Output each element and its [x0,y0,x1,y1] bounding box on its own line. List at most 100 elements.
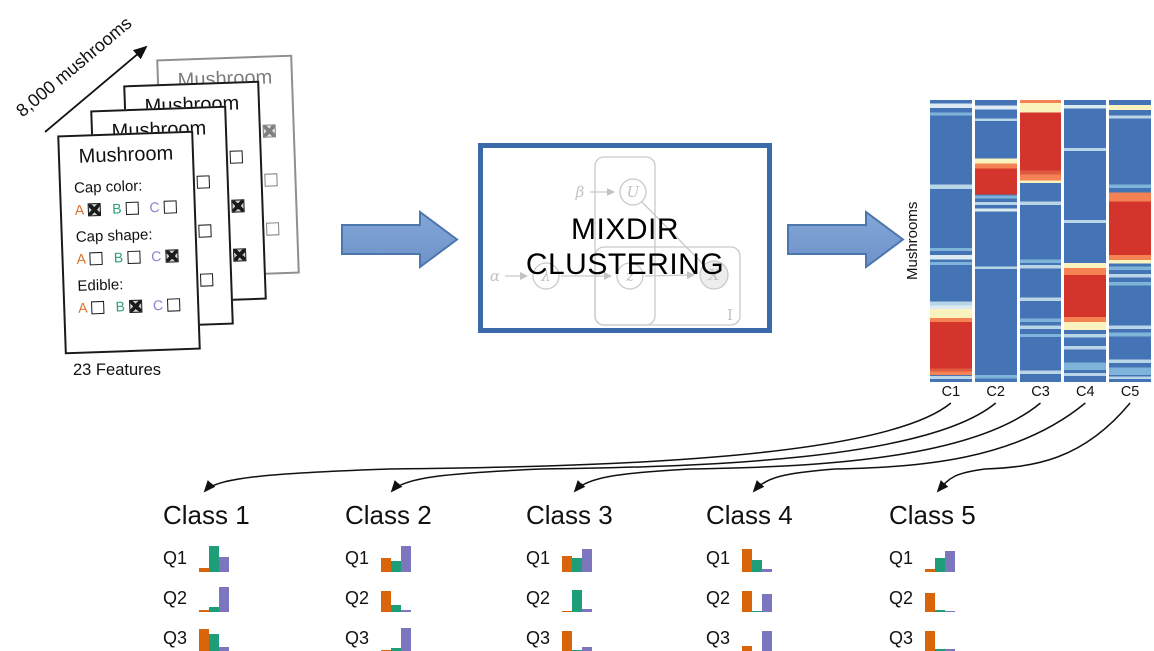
heatmap-xlabel-C3: C3 [1031,384,1050,400]
question-row-label: Q2 [526,588,551,608]
mini-bar-chart [742,585,772,612]
checkbox-unchecked [163,199,177,214]
mini-bar-chart [562,545,592,572]
node-lambda [532,262,560,290]
count-arrow-label: 8,000 mushrooms [12,12,136,121]
question-bar-row: Q2 [526,585,686,612]
mixdir-title-line1: MIXDIR [571,213,679,246]
bar [219,647,229,651]
heatmap-column-C1 [930,100,972,382]
bar [945,611,955,612]
bar [209,607,219,612]
checkbox-unchecked [196,174,210,189]
bar [742,646,752,651]
option: A [76,250,104,267]
question-bar-row: Q1 [706,545,866,572]
mixdir-title: MIXDIR CLUSTERING [483,212,767,282]
bar [219,557,229,572]
mini-bar-chart [199,625,229,651]
option-letter: B [111,200,122,217]
question-row-label: Q2 [889,588,914,608]
mini-bar-chart [199,545,229,572]
question-bar-row: Q3 [889,625,1049,651]
checkbox-unchecked [265,221,280,236]
checkbox-checked [165,248,179,263]
mini-bar-chart [381,585,411,612]
mini-bar-chart [381,625,411,651]
plate-z-x [594,246,741,326]
heatmap [930,100,1151,382]
arrow-C2-to-class2 [390,402,997,493]
question-row-label: Q3 [526,628,551,648]
option: C [153,296,181,313]
flow-arrow-right [787,210,905,269]
question-bar-row: Q2 [706,585,866,612]
bar [199,629,209,651]
label-lambda: λ [540,267,551,285]
heatmap-xlabel-C2: C2 [986,384,1005,400]
node-x [699,260,729,290]
checkbox-checked [87,202,102,216]
class-name: Class 4 [706,500,793,530]
arrow-C5-to-class5 [936,402,1131,493]
mini-bar-chart [199,585,229,612]
bar [925,569,935,572]
question-label: Cap color: [73,177,143,197]
option-letter: A [77,299,88,316]
bar [199,610,209,612]
question-row-label: Q2 [163,588,188,608]
features-count-label: 23 Features [73,361,162,379]
option: C [149,198,177,215]
question-row-label: Q3 [889,628,914,648]
question-bar-row: Q3 [163,625,323,651]
bar [935,649,945,651]
mixdir-box: β α λ U z X I MIXDIR CLUSTERING [478,143,772,333]
option-letter: B [115,298,126,315]
label-x: X [708,266,721,284]
heatmap-column-C5 [1109,100,1151,382]
checkbox-unchecked [199,272,214,287]
question-row-label: Q3 [163,628,188,648]
mini-bar-chart [562,585,592,612]
checkbox-unchecked [198,223,212,238]
mini-bar-chart [925,545,955,572]
question-row-label: Q1 [526,548,551,568]
bar [935,558,945,572]
bar [562,631,572,651]
bar [582,609,592,612]
label-alpha: α [490,267,500,285]
bar [199,568,209,572]
question-row-label: Q1 [889,548,914,568]
heatmap-xlabel-C4: C4 [1076,384,1095,400]
question-row-label: Q1 [706,548,731,568]
bar [945,649,955,651]
bar [401,546,411,572]
question-bar-row: Q1 [163,545,323,572]
node-u [619,178,647,206]
mini-bar-chart [925,585,955,612]
question-bar-row: Q1 [889,545,1049,572]
checkbox-checked [231,198,245,213]
arrow-C4-to-class4 [752,402,1086,493]
heatmap-column-C4 [1064,100,1107,382]
question-row-label: Q2 [345,588,370,608]
bar [562,611,572,612]
option-letter: C [150,247,162,265]
bar [391,561,401,572]
mini-bar-chart [742,625,772,651]
class-name: Class 1 [163,500,250,530]
label-plate-i: I [727,306,733,324]
option: B [112,200,139,217]
bar [562,556,572,572]
bar [945,551,955,572]
bar [752,611,762,612]
checkbox-unchecked [229,149,243,164]
question-bar-row: Q3 [345,625,505,651]
question-row-label: Q3 [345,628,370,648]
heatmap-ylabel: Mushrooms [904,201,921,281]
